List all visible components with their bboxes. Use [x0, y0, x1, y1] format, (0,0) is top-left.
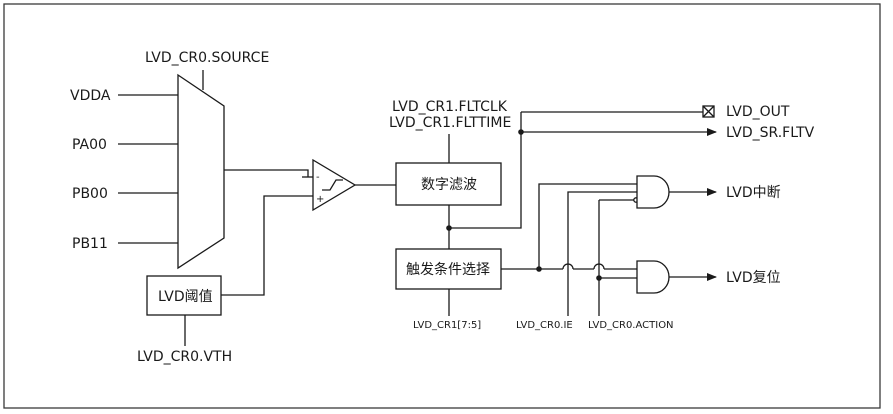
output-label-interrupt: LVD中断	[726, 185, 781, 201]
comparator-minus: -	[316, 172, 320, 183]
output-pin-icon	[702, 105, 715, 118]
comparator-plus: +	[316, 194, 324, 205]
input-label-vdda: VDDA	[70, 88, 111, 104]
filter-ctrl-line1: LVD_CR1.FLTCLK	[392, 99, 508, 115]
trigger-select-label: 触发条件选择	[406, 261, 490, 278]
digital-filter-block	[395, 162, 502, 206]
filter-output-wire	[449, 112, 522, 229]
diagram-frame	[3, 3, 881, 409]
output-label-fltv: LVD_SR.FLTV	[726, 125, 815, 141]
ie-ctrl-label: LVD_CR0.IE	[516, 320, 573, 331]
mux-output-wire	[224, 169, 309, 177]
ie-ctrl-wire	[567, 191, 637, 316]
threshold-block-label: LVD阈值	[158, 289, 213, 305]
action-ctrl-label: LVD_CR0.ACTION	[588, 320, 674, 331]
filter-ctrl-line2: LVD_CR1.FLTTIME	[389, 115, 511, 131]
hysteresis-icon	[322, 179, 343, 191]
trigger-ctrl-label: LVD_CR1[7:5]	[413, 320, 481, 331]
input-multiplexer	[177, 73, 225, 270]
output-label-lvd-out: LVD_OUT	[726, 104, 790, 120]
input-label-pa00: PA00	[72, 137, 107, 153]
and-gate-reset	[636, 260, 670, 294]
input-label-pb11: PB11	[72, 236, 108, 252]
threshold-block	[146, 275, 222, 316]
mux-select-label: LVD_CR0.SOURCE	[145, 50, 269, 66]
digital-filter-label: 数字滤波	[421, 177, 477, 193]
input-wires	[118, 94, 178, 244]
threshold-output-wire	[221, 195, 313, 296]
input-label-pb00: PB00	[72, 186, 108, 202]
and-gate-interrupt	[636, 175, 670, 209]
threshold-ctrl-label: LVD_CR0.VTH	[137, 349, 232, 365]
output-label-reset: LVD复位	[726, 269, 781, 286]
comparator	[312, 158, 357, 212]
